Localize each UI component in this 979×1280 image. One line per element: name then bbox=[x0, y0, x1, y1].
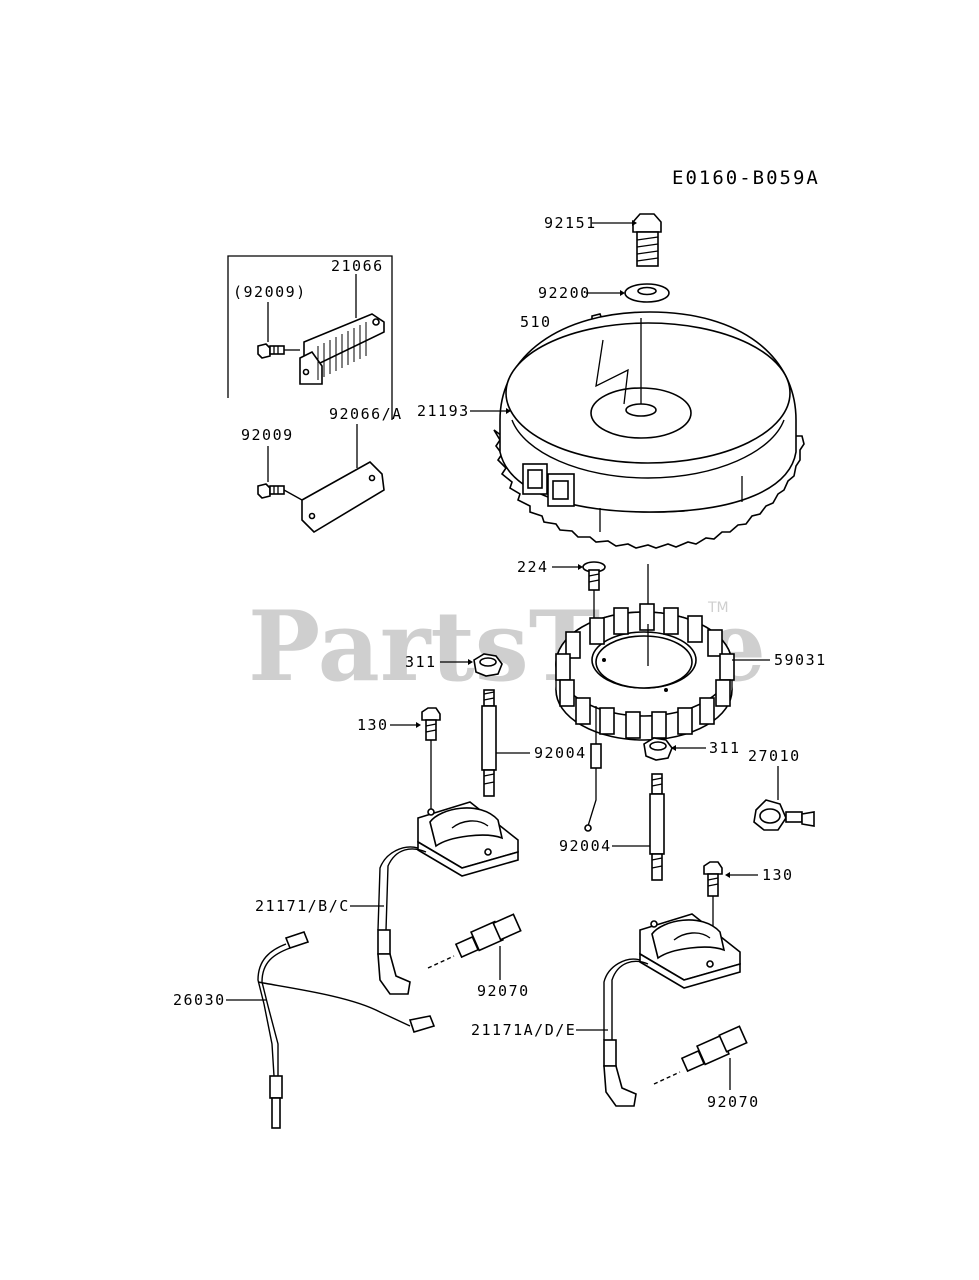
label-92004-left[interactable]: 92004 bbox=[534, 744, 587, 762]
label-311-right[interactable]: 311 bbox=[709, 739, 741, 757]
regulator[interactable] bbox=[299, 313, 385, 385]
spark-plug-right[interactable] bbox=[653, 1025, 748, 1085]
stator[interactable] bbox=[555, 603, 735, 832]
label-92009[interactable]: 92009 bbox=[241, 426, 294, 444]
ignition-coil-left[interactable] bbox=[377, 801, 519, 995]
label-27010[interactable]: 27010 bbox=[748, 747, 801, 765]
bolt-130-left[interactable] bbox=[421, 707, 441, 812]
label-92066[interactable]: 92066/A bbox=[329, 405, 403, 423]
flywheel-washer[interactable] bbox=[624, 283, 670, 303]
label-92070-left[interactable]: 92070 bbox=[477, 982, 530, 1000]
nut-right[interactable] bbox=[643, 737, 673, 761]
watermark-tm: TM bbox=[707, 600, 729, 616]
plate-screw[interactable] bbox=[257, 483, 303, 501]
cover-plate[interactable] bbox=[301, 461, 385, 534]
stud-left[interactable] bbox=[481, 689, 497, 797]
label-21193[interactable]: 21193 bbox=[417, 402, 470, 420]
label-92070-right[interactable]: 92070 bbox=[707, 1093, 760, 1111]
label-92151[interactable]: 92151 bbox=[544, 214, 597, 232]
diagram-code: E0160-B059A bbox=[672, 167, 820, 189]
label-311-left[interactable]: 311 bbox=[405, 653, 437, 671]
label-130-left[interactable]: 130 bbox=[357, 716, 389, 734]
flywheel-bolt[interactable] bbox=[632, 213, 662, 267]
label-26030[interactable]: 26030 bbox=[173, 991, 226, 1009]
nut-left[interactable] bbox=[473, 653, 503, 677]
stud-right[interactable] bbox=[649, 773, 665, 881]
wire-harness[interactable] bbox=[257, 931, 436, 1129]
label-224[interactable]: 224 bbox=[517, 558, 549, 576]
label-21066[interactable]: 21066 bbox=[331, 257, 384, 275]
flywheel[interactable] bbox=[493, 311, 805, 549]
oil-pressure-switch[interactable] bbox=[753, 799, 815, 831]
label-92009-paren[interactable]: (92009) bbox=[233, 283, 307, 301]
label-510[interactable]: 510 bbox=[520, 313, 552, 331]
label-130-right[interactable]: 130 bbox=[762, 866, 794, 884]
spark-plug-left[interactable] bbox=[427, 913, 522, 969]
regulator-group bbox=[227, 255, 393, 420]
regulator-screw[interactable] bbox=[257, 343, 300, 359]
label-92200[interactable]: 92200 bbox=[538, 284, 591, 302]
label-21171-ade[interactable]: 21171A/D/E bbox=[471, 1021, 576, 1039]
label-21171-bc[interactable]: 21171/B/C bbox=[255, 897, 350, 915]
label-59031[interactable]: 59031 bbox=[774, 651, 827, 669]
ignition-coil-right[interactable] bbox=[603, 913, 741, 1107]
label-92004-right[interactable]: 92004 bbox=[559, 837, 612, 855]
bolt-130-right[interactable] bbox=[703, 861, 723, 932]
